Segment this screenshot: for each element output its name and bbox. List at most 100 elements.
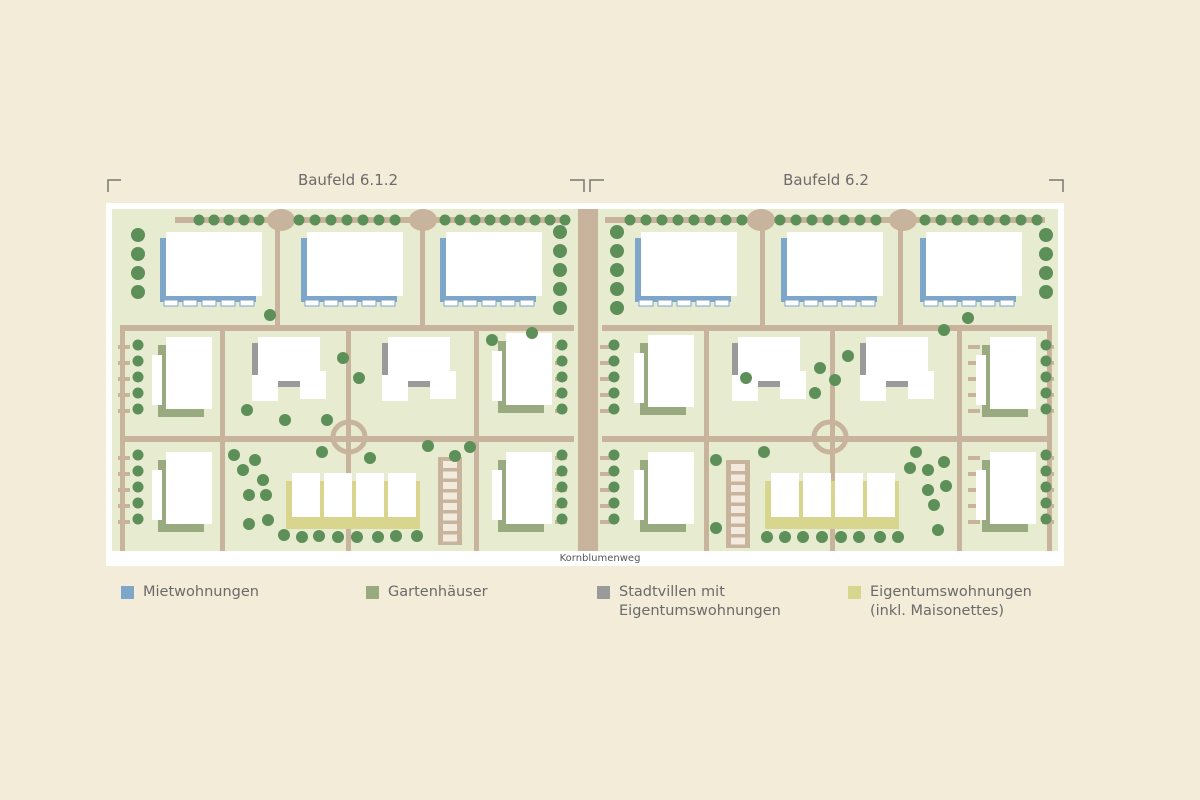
tree [264,309,276,321]
path-stub [968,393,980,397]
path-stub [968,504,980,508]
footpath-vertical [474,325,479,551]
tree [829,374,841,386]
building-unit [388,473,416,517]
tree [332,531,344,543]
building-annex [492,351,502,401]
tree [1040,403,1052,415]
tree [556,465,568,477]
plaza [889,209,917,231]
legend-item-gartenhaeuser: Gartenhäuser [366,583,488,602]
tree [940,480,952,492]
building-unit [324,473,352,517]
tree [1040,371,1052,383]
tree [967,214,979,226]
building-mietwohnung [301,232,403,307]
building-roof [307,232,403,296]
tree [938,324,950,336]
tree [228,449,240,461]
balcony [201,299,217,307]
tree [559,214,571,226]
tree [486,334,498,346]
tree [608,465,620,477]
tree [293,214,305,226]
tree [313,530,325,542]
parking-strip [438,457,462,545]
tree [610,301,624,315]
tree [688,214,700,226]
tree [132,497,144,509]
tree [237,464,249,476]
balcony [942,299,958,307]
footpath-mid-right [602,325,1052,331]
tree [640,214,652,226]
tree [608,371,620,383]
tree [761,531,773,543]
plaza [267,209,295,231]
building-annex [976,470,986,520]
tree [257,474,269,486]
tree [608,449,620,461]
building-wing [430,371,456,399]
street-label: Kornblumenweg [559,553,641,564]
legend-label: (inkl. Maisonettes) [870,603,1004,619]
building-annex [152,355,162,405]
plaza [409,209,437,231]
tree [131,266,145,280]
building-gartenhaus [492,452,552,532]
tree [464,441,476,453]
tree [243,489,255,501]
tree [608,497,620,509]
building-mietwohnung [781,232,883,307]
tree [553,301,567,315]
tree [309,214,321,226]
parking-space [443,492,457,500]
tree [1031,214,1043,226]
balcony [803,299,819,307]
tree [1039,266,1053,280]
tree [1039,247,1053,261]
balcony [443,299,459,307]
building-annex [152,470,162,520]
tree [372,531,384,543]
building-mietwohnung [440,232,542,307]
parking-strip [726,460,750,548]
building-stadtvilla [860,337,934,401]
tree [624,214,636,226]
tree [922,464,934,476]
building-roof [166,452,212,524]
balcony [657,299,673,307]
tree [854,214,866,226]
bracket-top-left [107,179,121,192]
tree [132,403,144,415]
tree [608,513,620,525]
footpath-vertical [1047,325,1052,551]
legend-item-mietwohnungen: Mietwohnungen [121,583,259,602]
building-annex [634,353,644,403]
building-wing [860,375,886,401]
footpath-vertical [898,217,903,327]
parking-space [443,461,457,468]
path-stub [600,345,612,349]
tree [842,350,854,362]
tree [556,403,568,415]
footpath-top-left [175,217,569,223]
tree [193,214,205,226]
buildings [152,232,1036,532]
tree [983,214,995,226]
tree [814,362,826,374]
balcony [462,299,478,307]
parking-space [443,513,457,521]
tree [556,371,568,383]
footpath-vertical [704,325,709,551]
tree [131,247,145,261]
building-annex [634,470,644,520]
building-gartenhaus [634,452,694,532]
tree [919,214,931,226]
path-stub [968,409,980,413]
building-roof [166,337,212,409]
balcony [481,299,497,307]
tree [610,263,624,277]
balcony [220,299,236,307]
building-roof [446,232,542,296]
